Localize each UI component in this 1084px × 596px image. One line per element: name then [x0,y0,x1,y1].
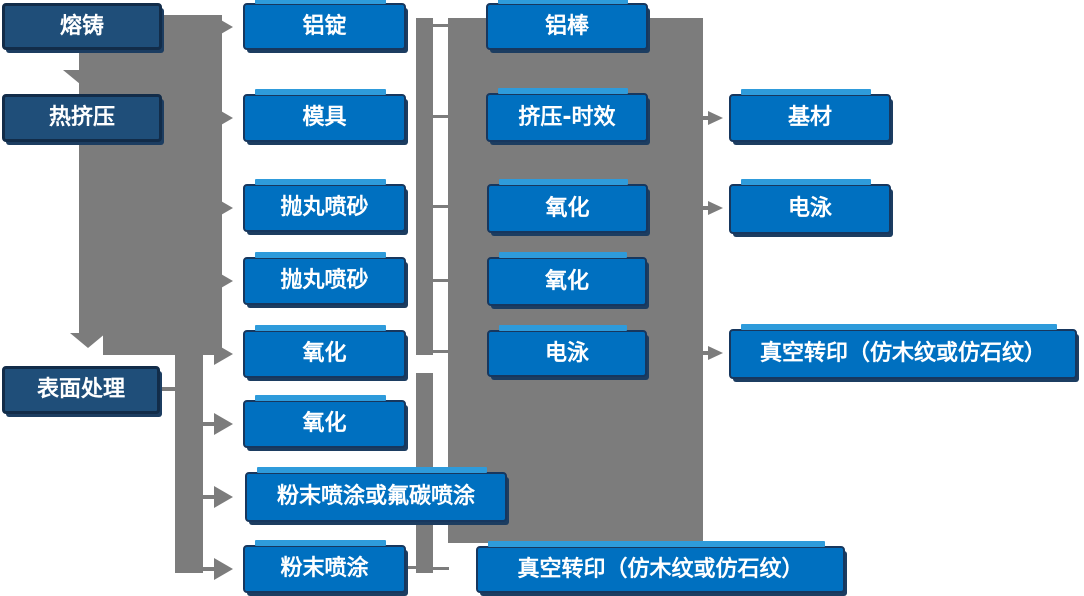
node-accent-strip [498,88,628,94]
node-label-yanghua-col2-1: 氧化 [302,341,347,366]
connector-line-fenmo-link [405,566,417,569]
node-zhenkong-bottom: 真空转印（仿木纹或仿石纹） [476,541,845,593]
node-accent-strip [499,252,627,258]
connector-band-main-band-foot [103,333,222,355]
node-label-muju: 模具 [302,105,347,130]
node-accent-strip [741,324,1057,330]
node-yanghua-col3-1: 氧化 [487,179,648,233]
node-jiya-shixiao: 挤压-时效 [486,88,648,142]
node-accent-strip [488,541,825,547]
connector-line-surface-link [158,387,177,391]
node-lvding: 铝锭 [243,0,406,50]
node-yanghua-col2-2: 氧化 [243,395,406,448]
connector-line-bus-link-6 [432,567,449,570]
node-accent-strip [498,0,628,4]
connector-line-bus-link-4 [432,279,449,282]
node-lvbang: 铝棒 [486,0,648,50]
arrowhead-right-to-zhenkong-right [708,346,723,360]
node-label-jicai: 基材 [787,105,832,130]
node-yanghua-col2-1: 氧化 [243,325,406,378]
arrowhead-down-to-rejiya [63,70,97,84]
arrowhead-right-to-yanghua-col2-2 [214,413,233,435]
arrowhead-right-to-jicai [708,111,723,125]
node-label-dianyong-col4: 电泳 [787,196,832,221]
node-accent-strip [255,89,386,95]
node-accent-strip [255,179,386,185]
node-jicai: 基材 [729,89,891,142]
node-rejiya: 热挤压 [2,94,162,142]
node-label-zhenkong-right: 真空转印（仿木纹或仿石纹） [759,341,1046,366]
node-rongzhu: 熔铸 [2,3,162,50]
node-accent-strip [255,325,386,331]
node-label-yanghua-col3-2: 氧化 [544,268,589,294]
node-dianyong-col3: 电泳 [487,325,647,377]
node-dianyong-col4: 电泳 [729,179,891,234]
connector-band-surface-band [175,353,203,573]
connector-band-main-band [79,15,222,333]
node-biaomianchuli: 表面处理 [2,366,160,414]
connector-line-bus-link-1 [432,24,449,27]
arrowhead-right-to-lvding [214,16,233,38]
connector-line-surface-stem-2 [202,495,216,499]
connector-line-bus-link-5 [432,350,449,353]
node-label-yanghua-col3-1: 氧化 [545,195,590,221]
arrowhead-right-to-fenmo-futan [214,486,233,508]
node-fenmo-futan: 粉末喷涂或氟碳喷涂 [245,467,507,522]
node-label-paowan-pensha-2: 抛丸喷砂 [280,268,369,293]
node-paowan-pensha-2: 抛丸喷砂 [243,252,406,305]
arrowhead-right-to-dianyong-col4 [708,201,723,215]
node-label-biaomianchuli: 表面处理 [36,377,125,402]
connector-line-surface-stem-1 [202,422,216,426]
node-zhenkong-right: 真空转印（仿木纹或仿石纹） [729,324,1077,379]
node-accent-strip [499,179,628,185]
node-label-lvding: 铝锭 [302,13,347,39]
arrowhead-right-to-fenmo-pentu [214,558,233,580]
connector-line-bus-link-2 [432,115,449,118]
node-paowan-pensha-1: 抛丸喷砂 [243,179,406,232]
node-accent-strip [499,325,627,331]
arrowhead-right-to-paowan-1 [214,197,233,219]
node-label-rejiya: 热挤压 [48,105,115,130]
node-muju: 模具 [243,89,406,142]
node-accent-strip [255,540,386,546]
node-accent-strip [255,395,386,401]
node-fenmo-pentu: 粉末喷涂 [243,540,406,593]
node-accent-strip [255,0,386,4]
connector-line-surface-stem-3 [202,567,216,571]
node-accent-strip [741,179,871,185]
connector-band-bus-bar-top [416,18,433,355]
node-yanghua-col3-2: 氧化 [487,252,647,306]
node-label-fenmo-pentu: 粉末喷涂 [280,556,369,581]
node-accent-strip [255,252,386,258]
arrowhead-right-to-muju [214,107,233,129]
node-label-zhenkong-bottom: 真空转印（仿木纹或仿石纹） [517,556,804,582]
arrowhead-right-to-yanghua-col2-1 [214,343,233,365]
node-label-yanghua-col2-2: 氧化 [302,411,347,436]
arrowhead-down-to-biaomianchuli [70,333,106,348]
node-accent-strip [741,89,871,95]
node-label-jiya-shixiao: 挤压-时效 [518,104,616,130]
node-label-dianyong-col3: 电泳 [544,340,589,366]
node-label-paowan-pensha-1: 抛丸喷砂 [280,195,369,220]
connector-band-bus-bar-bottom [416,524,433,573]
arrowhead-right-to-paowan-2 [214,270,233,292]
connector-band-bus-bar-mid [416,373,433,470]
connector-line-col4-stem-2 [702,206,710,210]
connector-line-col4-stem-3 [702,351,710,355]
node-accent-strip [257,467,487,473]
node-label-fenmo-futan: 粉末喷涂或氟碳喷涂 [276,484,475,509]
node-label-lvbang: 铝棒 [544,13,589,39]
node-label-rongzhu: 熔铸 [59,13,104,39]
connector-line-bus-link-3 [432,205,449,208]
connector-line-col4-stem-1 [702,116,710,120]
